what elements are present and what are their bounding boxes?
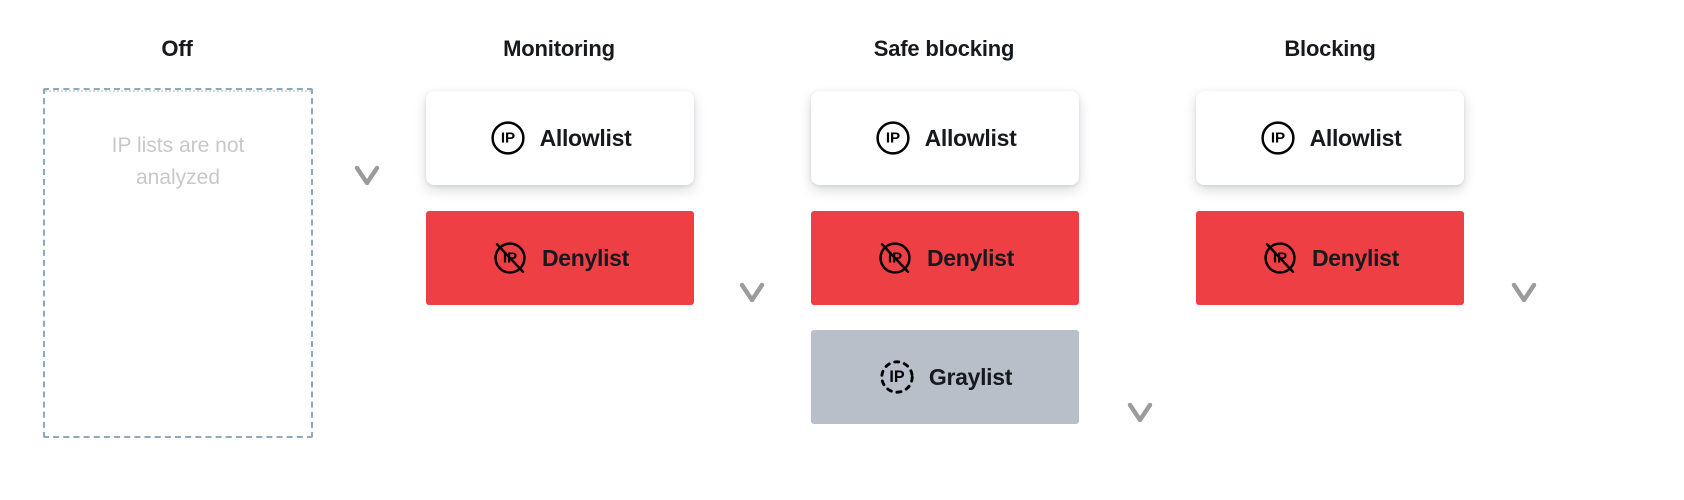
ip-circle-icon: IP	[875, 121, 910, 155]
card-allowlist-safe-blocking[interactable]: IP Allowlist	[811, 91, 1079, 185]
card-content: IP Denylist	[876, 239, 1014, 277]
card-allowlist-monitoring[interactable]: IP Allowlist	[426, 91, 694, 185]
card-label-denylist: Denylist	[541, 244, 630, 271]
placeholder-text: IP lists are not analyzed	[111, 134, 245, 189]
svg-text:IP: IP	[885, 130, 899, 147]
card-label-allowlist: Allowlist	[1309, 124, 1402, 151]
off-empty-placeholder: IP lists are not analyzed	[43, 88, 313, 438]
svg-text:IP: IP	[889, 368, 904, 386]
card-label-graylist: Graylist	[928, 363, 1013, 390]
ip-dashed-circle-icon: IP	[880, 360, 914, 394]
column-header-monitoring: Monitoring	[503, 36, 615, 61]
card-label-allowlist: Allowlist	[539, 124, 632, 151]
arrow-safe-blocking-to-blocking	[1127, 88, 1153, 423]
ip-circle-slash-icon: IP	[494, 242, 526, 274]
card-label-denylist: Denylist	[926, 244, 1015, 271]
ip-circle-slash-icon: IP	[1264, 242, 1296, 274]
svg-text:IP: IP	[1270, 130, 1284, 147]
card-graylist-safe-blocking[interactable]: IP Graylist	[811, 330, 1079, 424]
card-content: IP Denylist	[491, 239, 629, 277]
column-header-off: Off	[161, 36, 193, 61]
ip-circle-icon: IP	[1260, 121, 1295, 155]
card-content: IP Allowlist	[1259, 119, 1402, 157]
ip-circle-icon: IP	[490, 121, 525, 155]
card-content: IP Denylist	[1261, 239, 1399, 277]
placeholder-inner-rule	[45, 90, 311, 436]
ip-circle-slash-icon: IP	[879, 242, 911, 274]
card-denylist-safe-blocking[interactable]: IP Denylist	[811, 211, 1079, 305]
column-header-safe-blocking: Safe blocking	[873, 36, 1015, 61]
card-content: IP Allowlist	[874, 119, 1017, 157]
card-allowlist-blocking[interactable]: IP Allowlist	[1196, 91, 1464, 185]
card-denylist-monitoring[interactable]: IP Denylist	[426, 211, 694, 305]
card-content: IP Allowlist	[489, 119, 632, 157]
card-denylist-blocking[interactable]: IP Denylist	[1196, 211, 1464, 305]
arrow-off-to-monitoring	[354, 88, 380, 186]
card-label-allowlist: Allowlist	[924, 124, 1017, 151]
card-label-denylist: Denylist	[1311, 244, 1400, 271]
svg-text:IP: IP	[500, 130, 514, 147]
card-content: IP Graylist	[878, 358, 1012, 396]
arrow-blocking-onward	[1511, 88, 1537, 303]
column-header-blocking: Blocking	[1284, 36, 1376, 61]
arrow-monitoring-to-safe-blocking	[739, 88, 765, 303]
